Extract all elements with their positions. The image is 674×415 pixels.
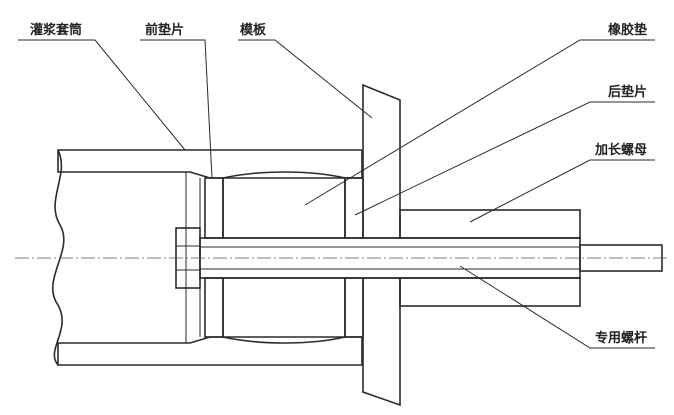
front-washer (204, 177, 224, 338)
rubber-pad (222, 171, 346, 344)
leader-lines (18, 39, 655, 349)
label-special-bolt: 专用螺杆 (595, 330, 647, 346)
formwork-plate (362, 83, 401, 407)
grouting-sleeve (52, 149, 363, 366)
label-formwork: 模板 (240, 22, 267, 38)
label-rear-washer: 后垫片 (608, 84, 647, 100)
label-extended-nut: 加长螺母 (594, 142, 647, 158)
label-rubber-pad: 橡胶垫 (608, 22, 647, 38)
rear-washer (344, 177, 364, 338)
label-front-washer: 前垫片 (145, 22, 184, 38)
label-grouting-sleeve: 灌浆套筒 (30, 22, 82, 38)
